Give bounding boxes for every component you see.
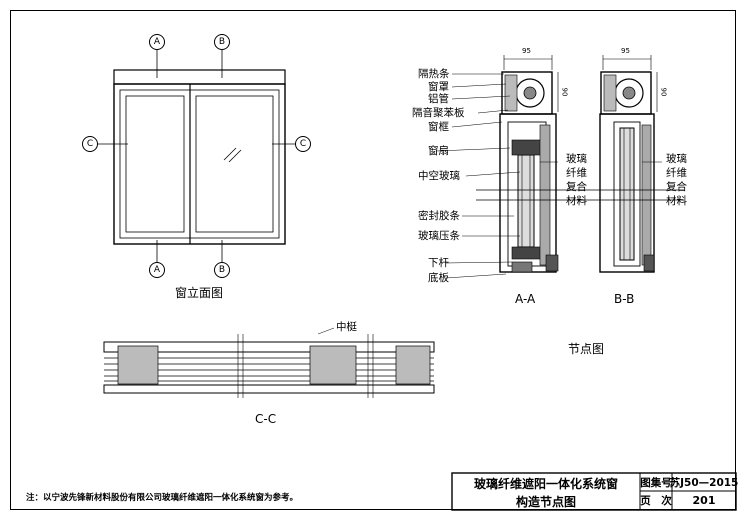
bb-gfrp-line-4: 材料 bbox=[666, 195, 687, 207]
caption-aa: A-A bbox=[515, 292, 536, 306]
cc-mullion-node bbox=[309, 345, 357, 385]
section-bb bbox=[578, 55, 684, 273]
elevation-outer-frame bbox=[113, 83, 286, 245]
label-base-plate: 底板 bbox=[428, 272, 449, 284]
section-cc bbox=[103, 327, 435, 398]
bb-gfrp-line-3: 复合 bbox=[666, 181, 687, 193]
aa-gfrp-line-3: 复合 bbox=[566, 181, 587, 193]
section-aa bbox=[435, 55, 584, 279]
elevation-left-sash bbox=[125, 95, 185, 233]
label-mullion: 中梃 bbox=[336, 321, 357, 333]
aa-glass bbox=[517, 154, 535, 248]
atlas-number-label: 图集号 bbox=[640, 477, 672, 489]
marker-c-right: C bbox=[295, 136, 311, 152]
cc-top-profile bbox=[103, 341, 435, 353]
marker-b-top: B bbox=[214, 34, 230, 50]
glass-mark-2 bbox=[228, 149, 242, 163]
label-window-cover: 窗罩 bbox=[428, 81, 449, 93]
aa-gfrp-line-2: 纤维 bbox=[566, 167, 587, 179]
elevation-inner-frame bbox=[119, 89, 280, 239]
elevation-shade-box bbox=[113, 69, 286, 85]
label-window-sash: 窗扇 bbox=[428, 145, 449, 157]
aa-width-dimension: 95 bbox=[522, 47, 531, 55]
atlas-number-value: 苏J50—2015 bbox=[669, 477, 739, 489]
title-block-lines bbox=[451, 472, 737, 511]
label-insulation-strip: 隔热条 bbox=[418, 68, 450, 80]
cc-left-node bbox=[117, 345, 159, 385]
label-sealant-strip: 密封胶条 bbox=[418, 210, 460, 222]
glass-mark-1 bbox=[223, 147, 237, 161]
aa-gfrp-line-4: 材料 bbox=[566, 195, 587, 207]
bb-frame bbox=[599, 113, 655, 273]
aa-gfrp-line-1: 玻璃 bbox=[566, 153, 587, 165]
bb-height-dimension: 90 bbox=[659, 87, 668, 97]
page-number-label: 页 次 bbox=[640, 495, 672, 507]
bb-sash bbox=[613, 121, 641, 267]
elevation-title: 窗立面图 bbox=[175, 286, 224, 300]
label-glass-bead: 玻璃压条 bbox=[418, 230, 460, 242]
drawing-frame bbox=[10, 10, 736, 510]
elevation-right-pane bbox=[195, 95, 274, 233]
window-elevation bbox=[98, 48, 296, 262]
label-aluminum-tube: 铝管 bbox=[428, 93, 449, 105]
label-window-frame: 窗框 bbox=[428, 121, 449, 133]
marker-c-left: C bbox=[82, 136, 98, 152]
footnote: 注：以宁波先锋新材料股份有限公司玻璃纤维遮阳一体化系统窗为参考。 bbox=[26, 493, 299, 503]
cc-right-node bbox=[395, 345, 431, 385]
title-block-line-1: 玻璃纤维遮阳一体化系统窗 bbox=[473, 476, 618, 491]
label-hollow-glass: 中空玻璃 bbox=[418, 170, 460, 182]
marker-a-top: A bbox=[149, 34, 165, 50]
bb-gfrp-line-2: 纤维 bbox=[666, 167, 687, 179]
marker-a-bottom: A bbox=[149, 262, 165, 278]
bb-width-dimension: 95 bbox=[621, 47, 630, 55]
aa-height-dimension: 90 bbox=[560, 87, 569, 97]
label-bottom-rail: 下杆 bbox=[428, 257, 449, 269]
cc-bottom-profile bbox=[103, 384, 435, 394]
title-block-line-2: 构造节点图 bbox=[515, 494, 576, 509]
caption-cc: C-C bbox=[255, 412, 277, 426]
caption-node-detail: 节点图 bbox=[568, 342, 605, 356]
page-number-value: 201 bbox=[692, 494, 716, 507]
caption-bb: B-B bbox=[614, 292, 635, 306]
bb-glass bbox=[619, 127, 635, 261]
marker-b-bottom: B bbox=[214, 262, 230, 278]
label-soundproof-foam: 隔音聚苯板 bbox=[412, 107, 465, 119]
bb-gfrp-line-1: 玻璃 bbox=[666, 153, 687, 165]
